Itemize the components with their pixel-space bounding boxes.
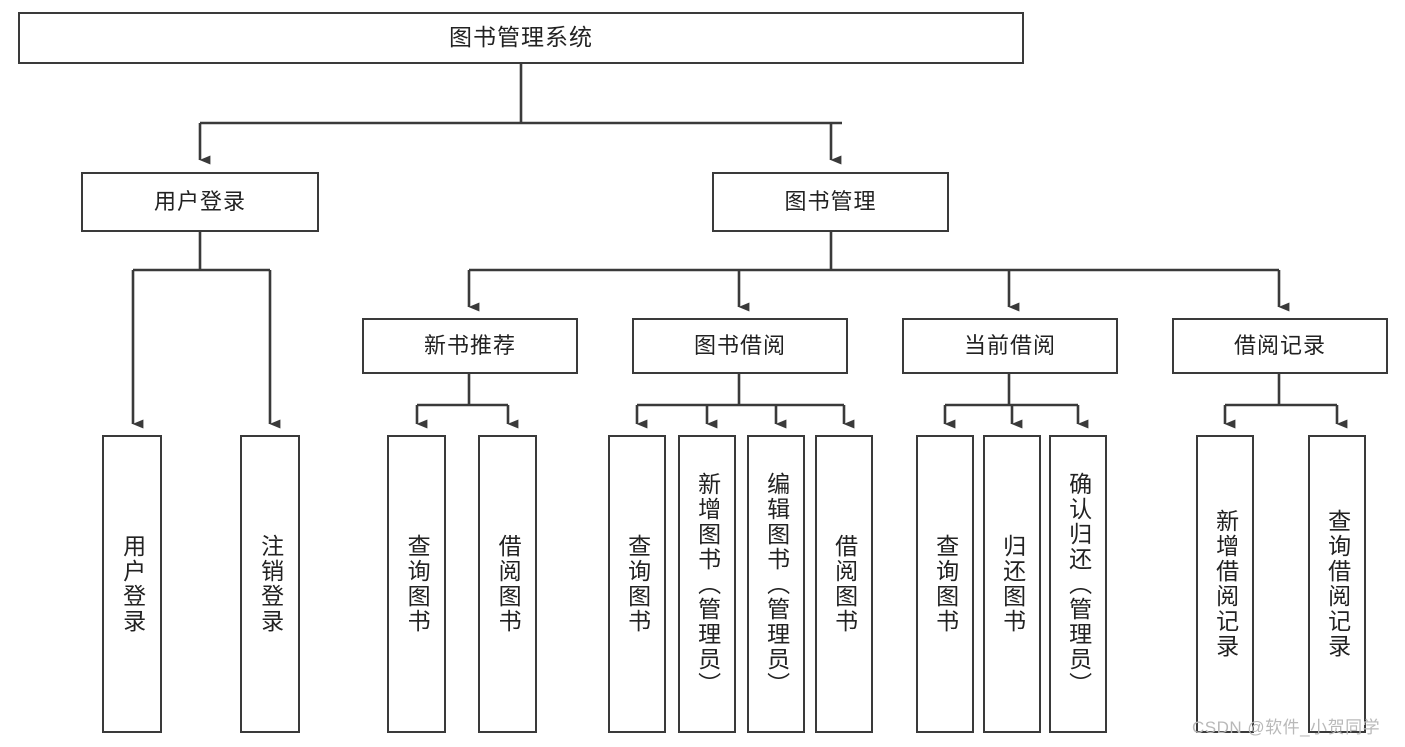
node-leaf-return-book[interactable]: 归还图书 [983, 435, 1041, 733]
node-leaf-query-book-2[interactable]: 查询图书 [608, 435, 666, 733]
node-leaf-query-book-3[interactable]: 查询图书 [916, 435, 974, 733]
leaf-label: 查询图书 [624, 534, 651, 634]
node-user-login[interactable]: 用户登录 [81, 172, 319, 232]
leaf-label: 确认归还（管理员） [1065, 471, 1092, 697]
node-leaf-query-borrow-record[interactable]: 查询借阅记录 [1308, 435, 1366, 733]
node-leaf-logout-login[interactable]: 注销登录 [240, 435, 300, 733]
node-current-borrow[interactable]: 当前借阅 [902, 318, 1118, 374]
leaf-label: 注销登录 [257, 534, 284, 634]
leaf-label: 用户登录 [119, 534, 146, 634]
leaf-label: 查询借阅记录 [1324, 509, 1351, 659]
leaf-label: 借阅图书 [831, 534, 858, 634]
leaf-label: 编辑图书（管理员） [763, 471, 790, 697]
leaf-label: 归还图书 [999, 534, 1026, 634]
leaf-label: 查询图书 [932, 534, 959, 634]
node-borrow-record[interactable]: 借阅记录 [1172, 318, 1388, 374]
node-new-book-recommend[interactable]: 新书推荐 [362, 318, 578, 374]
node-leaf-borrow-book-1[interactable]: 借阅图书 [478, 435, 537, 733]
node-root[interactable]: 图书管理系统 [18, 12, 1024, 64]
node-leaf-edit-book-admin[interactable]: 编辑图书（管理员） [747, 435, 805, 733]
node-book-borrow[interactable]: 图书借阅 [632, 318, 848, 374]
leaf-label: 新增图书（管理员） [694, 471, 721, 697]
node-book-management[interactable]: 图书管理 [712, 172, 949, 232]
leaf-label: 查询图书 [404, 534, 431, 634]
csdn-watermark: CSDN @软件_小贺同学 [1192, 718, 1381, 737]
node-leaf-add-book-admin[interactable]: 新增图书（管理员） [678, 435, 736, 733]
node-leaf-add-borrow-record[interactable]: 新增借阅记录 [1196, 435, 1254, 733]
leaf-label: 借阅图书 [495, 534, 522, 634]
node-leaf-confirm-return-admin[interactable]: 确认归还（管理员） [1049, 435, 1107, 733]
leaf-label: 新增借阅记录 [1212, 509, 1239, 659]
node-leaf-query-book-1[interactable]: 查询图书 [387, 435, 446, 733]
node-leaf-user-login[interactable]: 用户登录 [102, 435, 162, 733]
node-leaf-borrow-book-2[interactable]: 借阅图书 [815, 435, 873, 733]
